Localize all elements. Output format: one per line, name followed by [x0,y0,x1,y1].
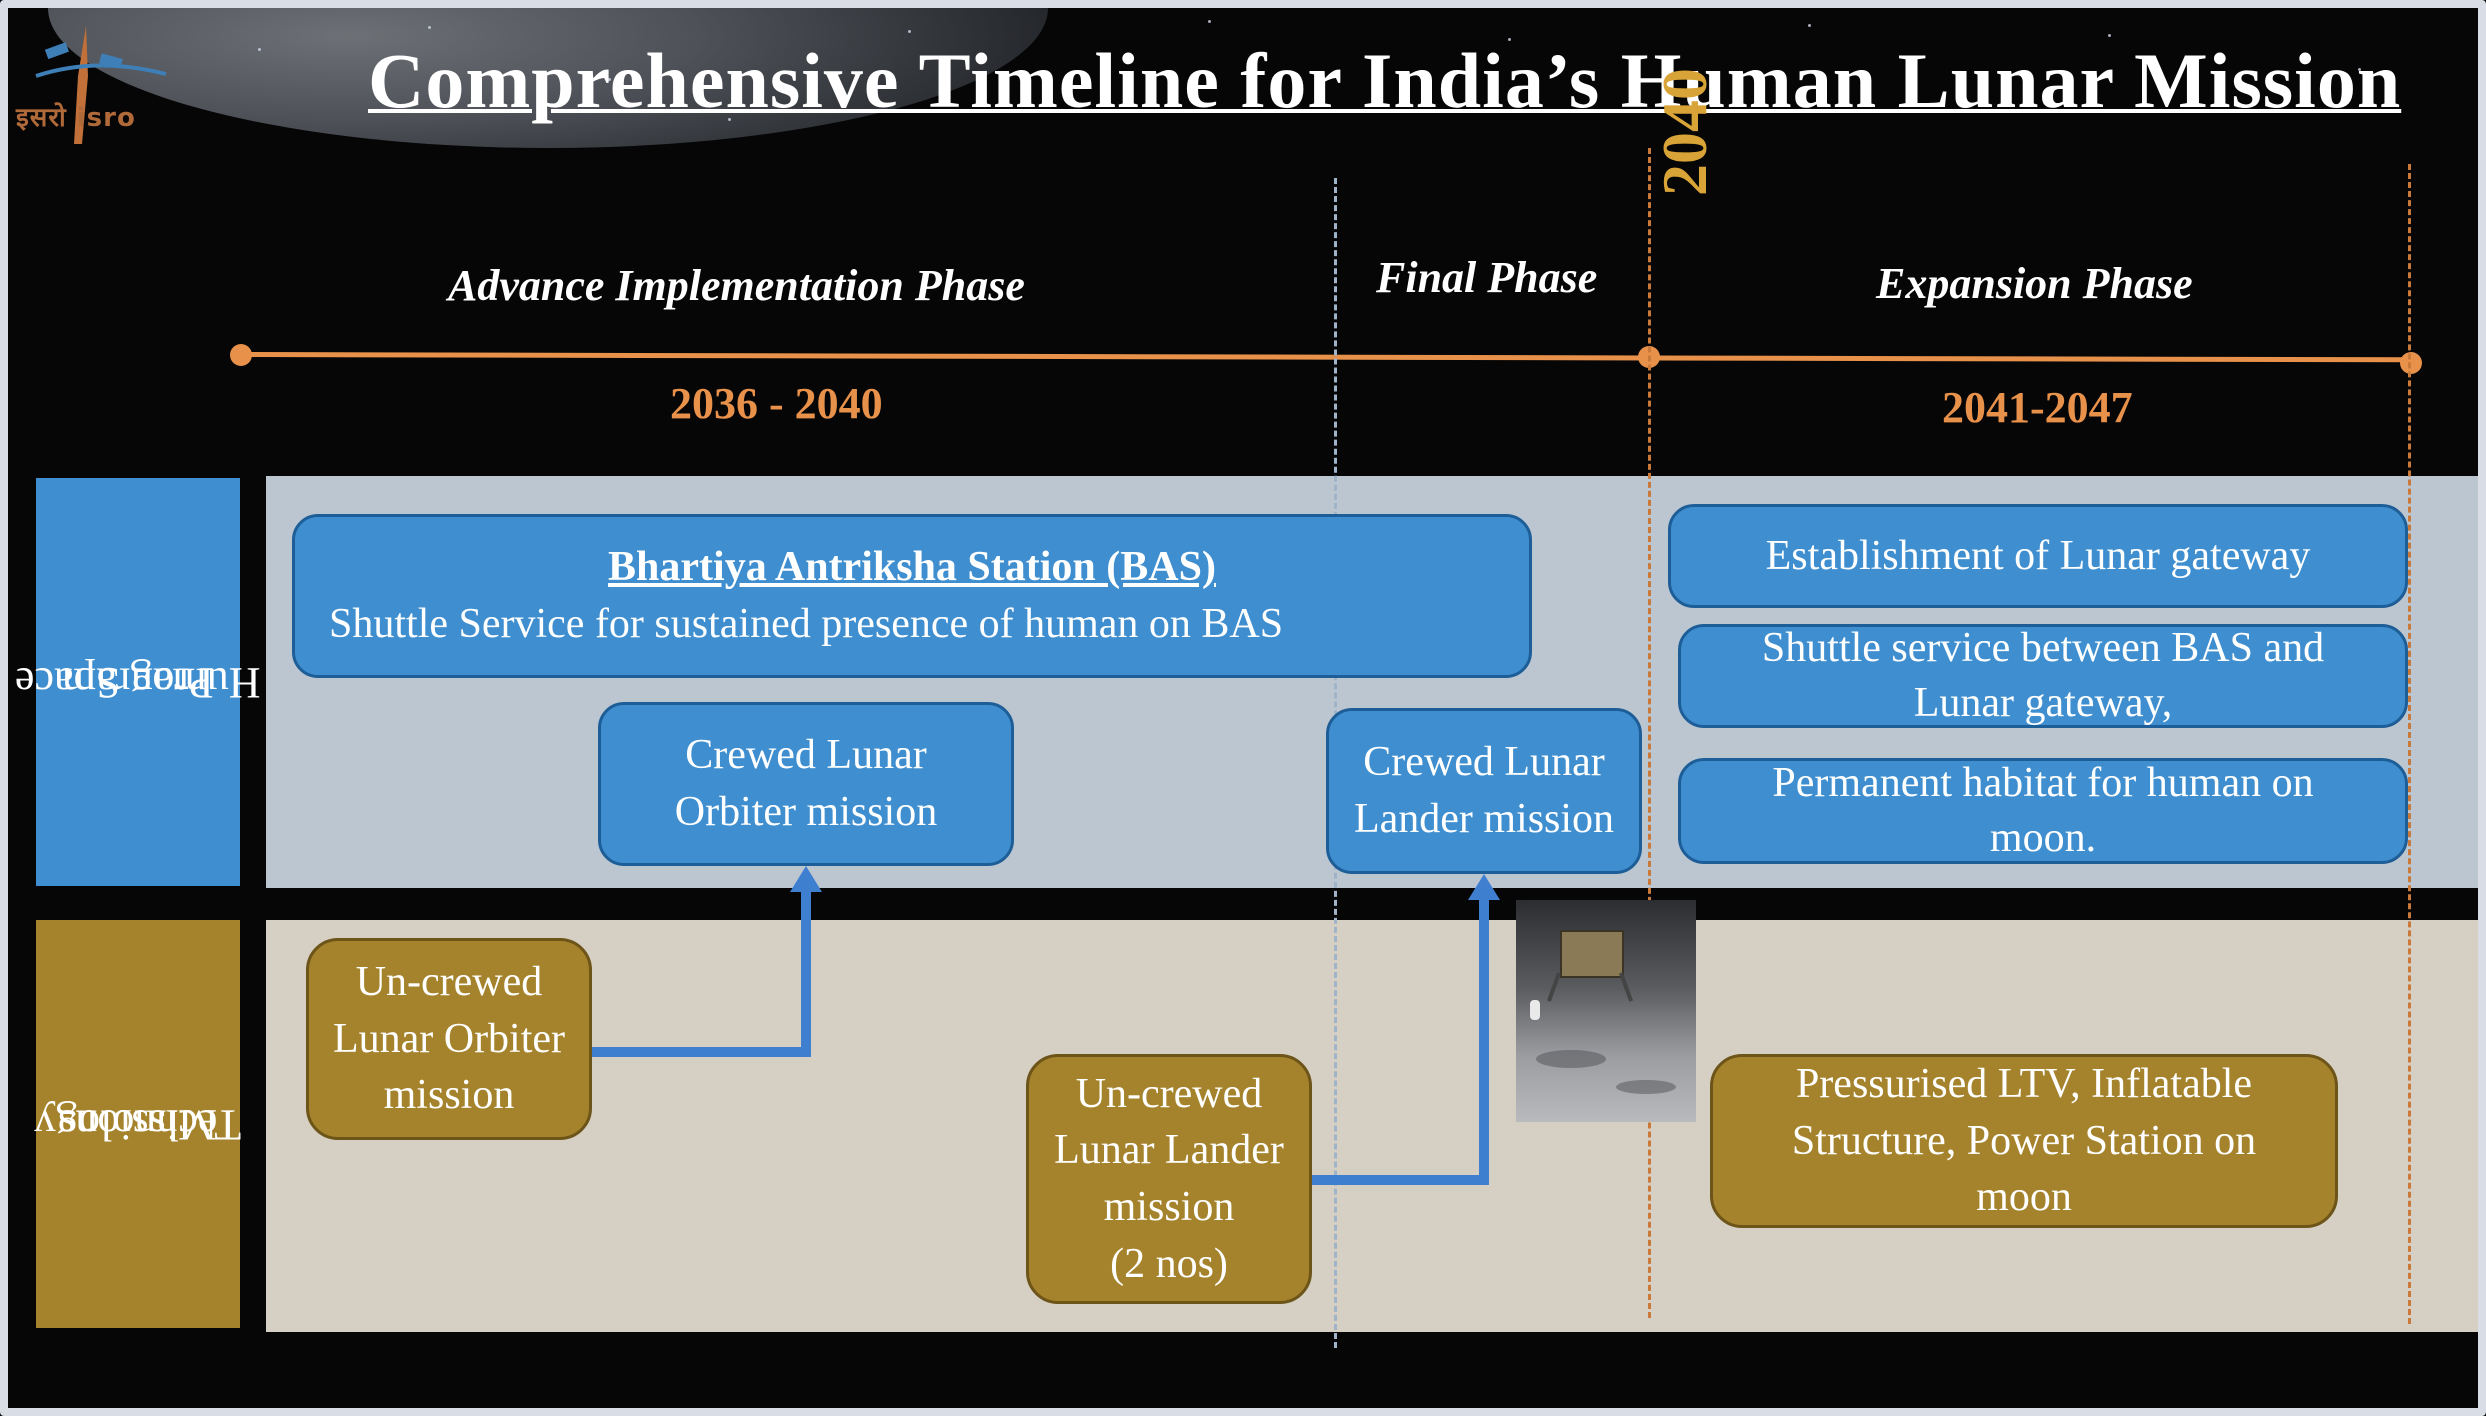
timeline-end-dot [2400,352,2422,374]
box-line: moon [1976,1174,2072,1221]
permanent-habitat-box: Permanent habitat for human on moon. [1678,758,2408,864]
uncrewed-lunar-orbiter-box: Un-crewed Lunar Orbiter mission [306,938,592,1140]
shuttle-service-box: Shuttle service between BAS and Lunar ga… [1678,624,2408,728]
rocket-icon [35,26,167,144]
advance-years: 2036 - 2040 [670,379,883,428]
box-line: Permanent habitat for human on [1772,760,2314,807]
box-line: (2 nos) [1110,1240,1228,1287]
bas-title: Bhartiya Antriksha Station (BAS) [608,544,1216,591]
crewed-lunar-orbiter-box: Crewed Lunar Orbiter mission [598,702,1014,866]
box-line: Crewed Lunar [685,732,927,779]
box-line: Structure, Power Station on [1791,1117,2257,1164]
orbiter-arrowhead [790,866,822,892]
page-title: Comprehensive Timeline for India’s Human… [368,37,2402,124]
box-line: moon. [1989,815,2097,861]
lander-arrow [1312,896,1489,1185]
box-line: mission [383,1072,515,1119]
crewed-lunar-lander-box: Crewed Lunar Lander mission [1326,708,1642,874]
expansion-phase-label: Expansion Phase [1876,259,2193,308]
timeline-start-dot [230,344,252,366]
final-phase-label: Final Phase [1376,253,1598,302]
box-line: Pressurised LTV, Inflatable [1795,1060,2253,1107]
box-line: Un-crewed [355,958,543,1005]
box-line: Establishment of Lunar gateway [1765,532,2311,579]
uncrewed-lunar-lander-box: Un-crewed Lunar Lander mission (2 nos) [1026,1054,1312,1304]
box-line: Shuttle service between BAS and [1761,625,2325,672]
lander-arrowhead [1468,874,1500,900]
box-line: mission [1103,1184,1235,1230]
box-line: Lunar Lander [1054,1127,1284,1174]
box-line: Crewed Lunar [1363,739,1605,786]
isro-logo: इसरो isro [16,16,176,156]
pressurised-ltv-box: Pressurised LTV, Inflatable Structure, P… [1710,1054,2338,1228]
lunar-gateway-box: Establishment of Lunar gateway [1668,504,2408,608]
box-line: Orbiter mission [674,789,938,835]
box-line: Lander mission [1353,796,1615,842]
isro-logo-text: इसरो isro [16,103,136,133]
bas-box: Bhartiya Antriksha Station (BAS) Shuttle… [292,514,1532,678]
end-divider [2408,164,2411,1324]
lunar-lander-image [1516,900,1696,1122]
year-2040-divider [1648,148,1651,1318]
connector-arrows [592,866,1500,1185]
box-line: Lunar gateway, [1913,680,2173,726]
box-line: Lunar Orbiter [332,1015,566,1062]
box-line: Un-crewed [1075,1070,1263,1117]
expansion-years: 2041-2047 [1942,383,2133,432]
orbiter-arrow [592,888,811,1057]
advance-phase-label: Advance Implementation Phase [448,261,1025,310]
bas-description: Shuttle Service for sustained presence o… [329,601,1284,647]
